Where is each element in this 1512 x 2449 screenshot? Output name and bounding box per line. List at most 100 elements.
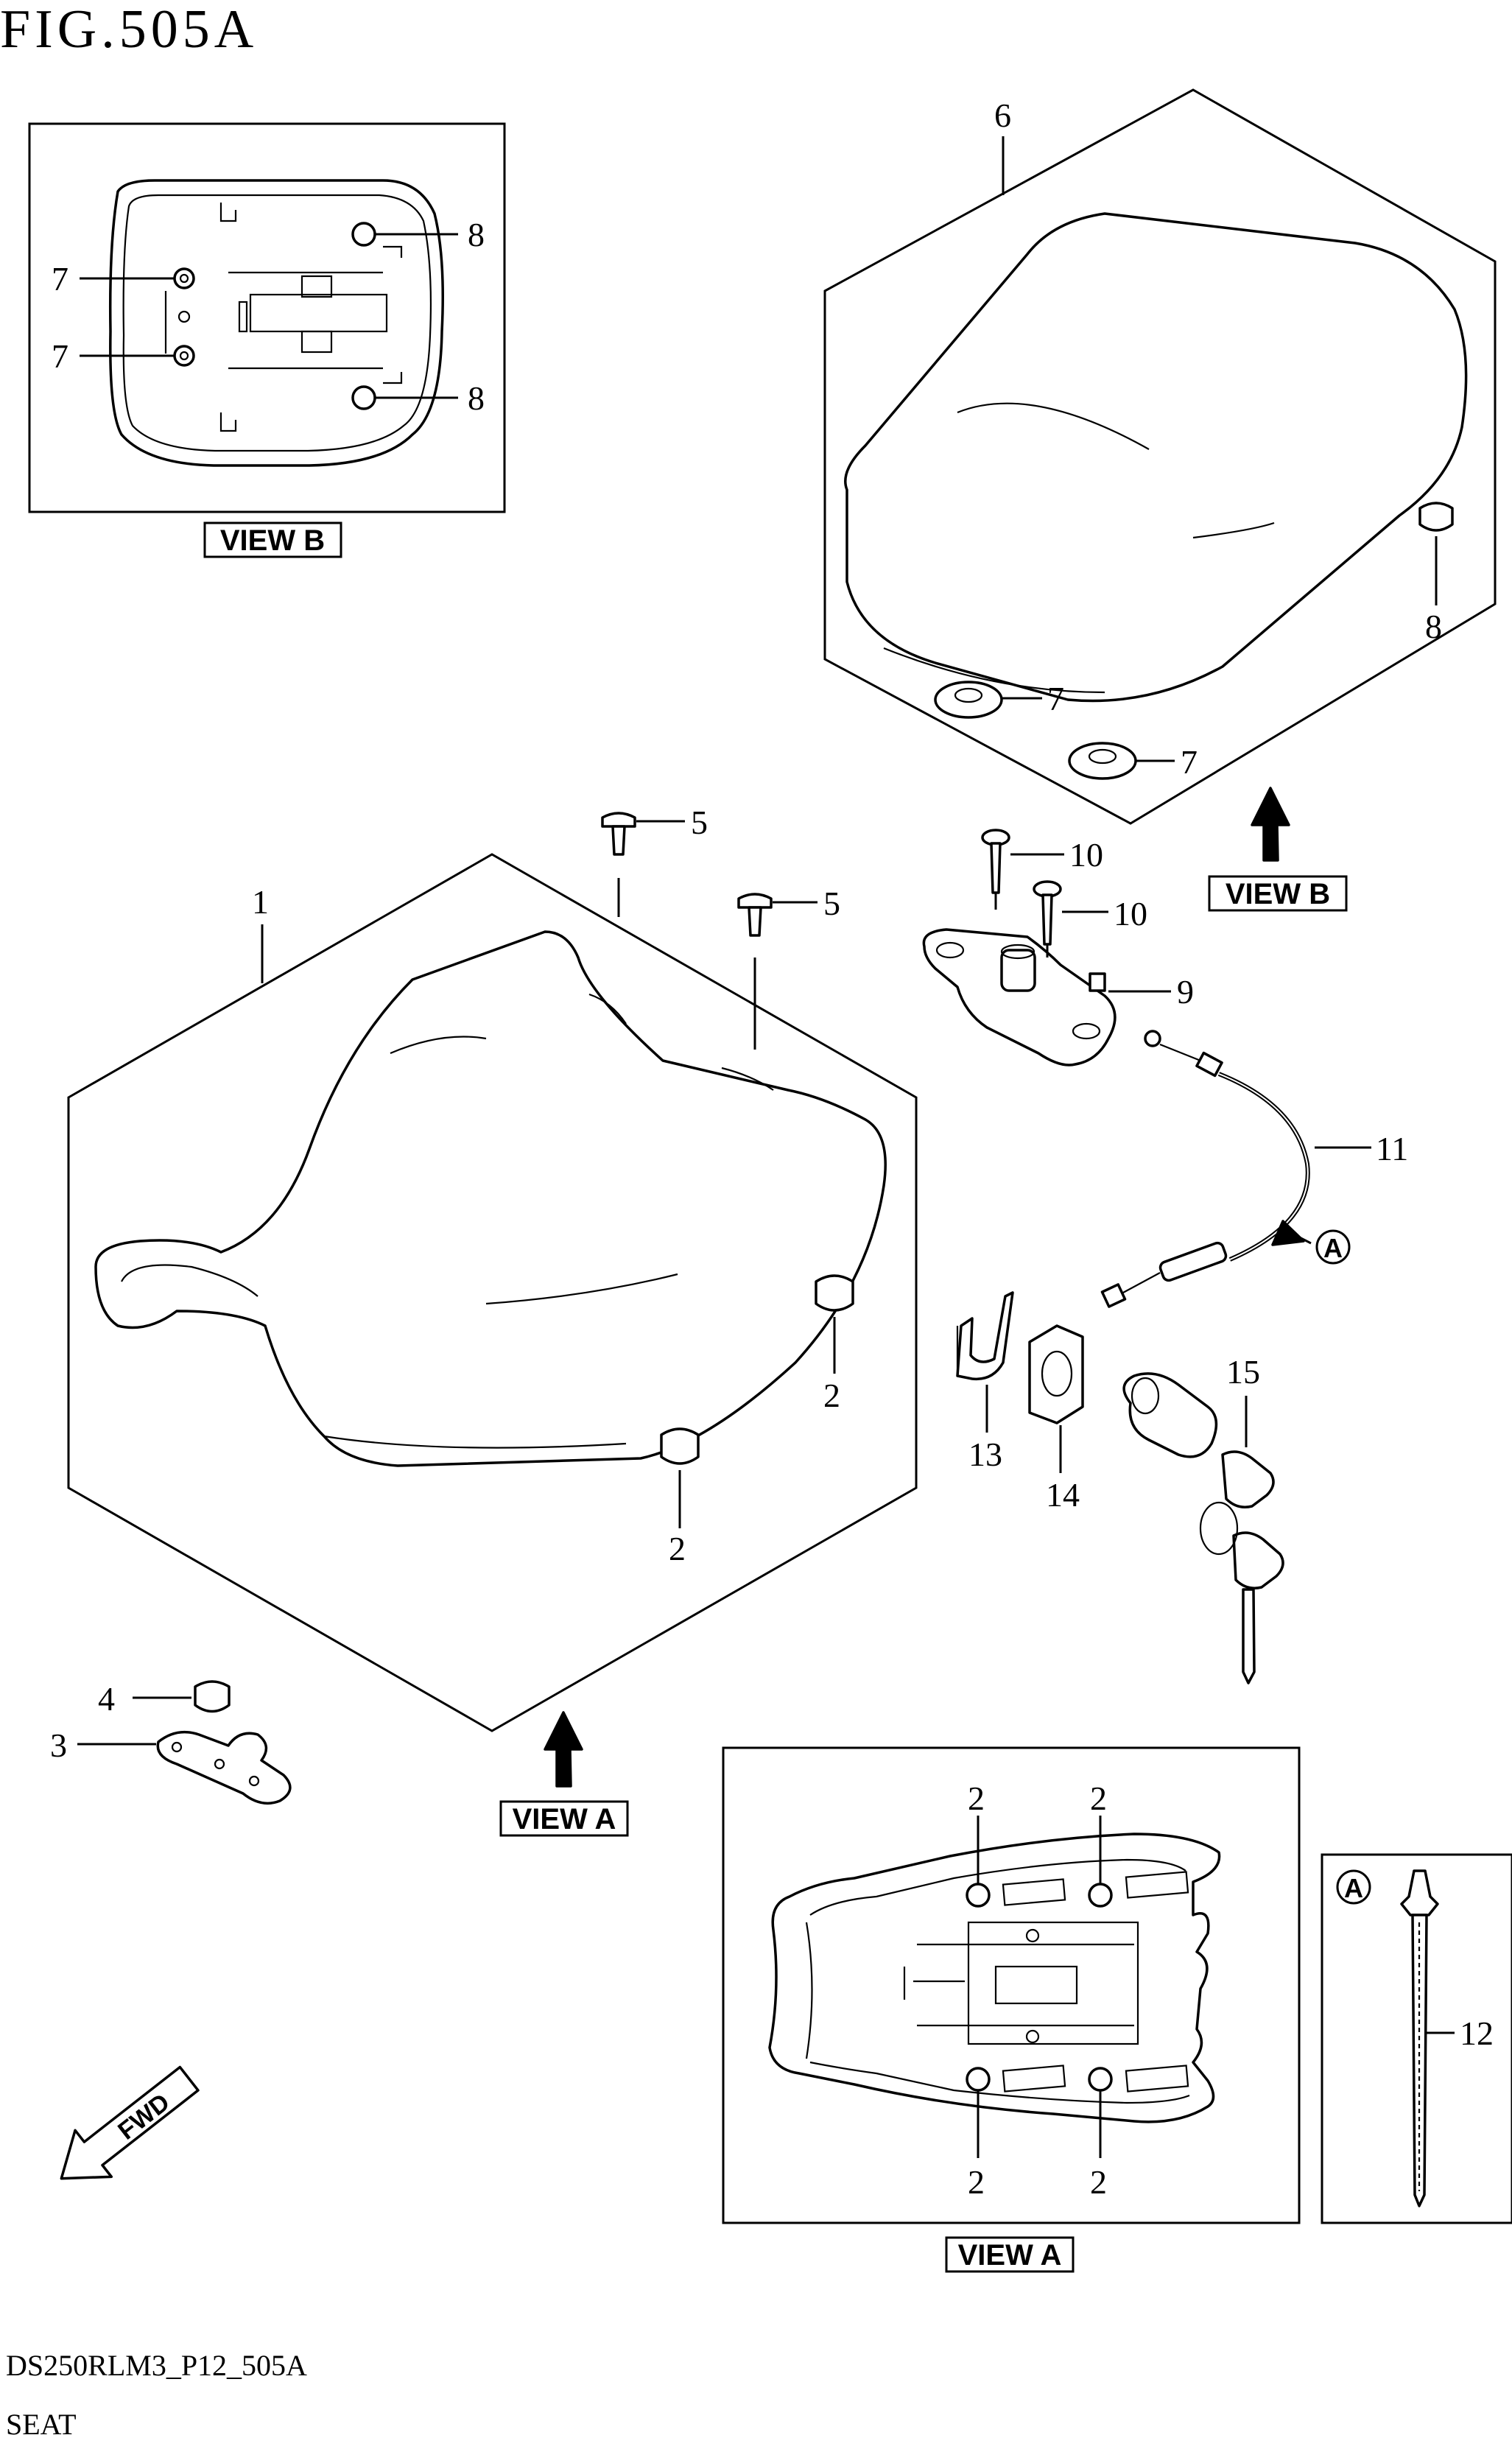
frame-structure-a — [967, 1921, 1139, 2045]
figure-name: SEAT — [6, 2408, 77, 2441]
tab-right-bottom-b — [383, 372, 403, 384]
rear-seat-crease-1 — [957, 402, 1150, 450]
plate-14-hole — [1041, 1350, 1073, 1397]
bracket-9-post — [1000, 949, 1036, 992]
plate-14 — [1028, 1324, 1084, 1424]
center-tab-bottom-b — [300, 330, 333, 354]
seat-underside-b — [108, 179, 444, 467]
seat-underside-b-inner — [122, 194, 432, 452]
grommet-7a-b-center — [179, 273, 189, 284]
hole-b — [177, 310, 191, 323]
cushion-2-a-tl — [966, 1883, 991, 1908]
bracket-group: 4 3 — [50, 1680, 292, 1805]
view-a-frame — [722, 1746, 1301, 2224]
callout-14: 14 — [1046, 1476, 1080, 1514]
pad-a-2 — [1125, 1871, 1189, 1899]
clip-top-b — [219, 203, 237, 222]
lock-bracket-9 — [922, 928, 1117, 1067]
frame-bracket-a — [994, 1965, 1078, 2005]
cushion-8-rear — [1418, 502, 1454, 532]
callout-5b: 5 — [823, 885, 840, 922]
rear-seat-6 — [844, 212, 1468, 703]
circle-a-text: A — [1323, 1233, 1343, 1263]
bracket-9-hole-1 — [935, 941, 965, 959]
cable-11-end-top — [1144, 1030, 1161, 1047]
callout-5a: 5 — [691, 804, 708, 841]
screw-5a-shank — [611, 825, 626, 856]
cushion-8a-b — [351, 222, 376, 247]
front-seat-grab — [121, 1264, 259, 1297]
bracket-9-hole-2 — [1072, 1022, 1101, 1040]
cushion-4 — [194, 1680, 231, 1713]
front-seat-base — [323, 1435, 627, 1449]
callout-3: 3 — [50, 1726, 67, 1764]
view-a-caption: VIEW A — [945, 2236, 1075, 2273]
cable-group: 11 A — [1100, 1030, 1408, 1308]
front-seat-ridge — [390, 1036, 487, 1055]
grommet-7b-rear-center — [1088, 748, 1117, 765]
clip-13 — [956, 1291, 1014, 1381]
rear-seat-hex — [823, 88, 1497, 825]
detail-a-inset: A 12 — [1321, 1853, 1512, 2224]
fwd-arrow: FWD — [60, 2065, 200, 2180]
view-b-caption-box — [203, 521, 342, 558]
front-seat-tab-1 — [588, 993, 627, 1025]
lock-cylinder-15 — [1122, 1372, 1218, 1458]
pad-a-1 — [1002, 1878, 1066, 1906]
frame-hole-a-1 — [1025, 1928, 1040, 1943]
cable-11-end-bottom — [1100, 1283, 1127, 1308]
callout-1: 1 — [252, 883, 269, 921]
callout-2b-front: 2 — [669, 1530, 686, 1567]
callout-2-a-tl: 2 — [968, 1779, 985, 1817]
callout-7b-rear: 7 — [1181, 743, 1198, 781]
grommet-7b-b-center — [179, 351, 189, 361]
detail-a-marker — [1336, 1869, 1371, 1905]
callout-8b-b: 8 — [468, 379, 485, 417]
cable-11-fitting-bottom — [1158, 1241, 1228, 1282]
callout-7b-b: 7 — [52, 337, 68, 375]
pad-a-3 — [1002, 2065, 1066, 2093]
callout-8a-b: 8 — [468, 216, 485, 253]
arrow-view-a — [544, 1711, 583, 1788]
view-b-caption: VIEW B — [203, 521, 342, 558]
view-b-tag-box — [1208, 875, 1348, 912]
grommet-7a-b — [173, 267, 195, 289]
seat-underside-a-inner-left — [805, 1922, 813, 2059]
rear-seat-group: 8 7 7 6 VIEW B — [823, 88, 1497, 912]
screw-10b-shank — [1041, 893, 1053, 946]
cushion-2-a-tr — [1088, 1883, 1113, 1908]
figure-title: FIG.505A — [0, 0, 258, 60]
bracket-3-hole-1 — [171, 1741, 183, 1753]
clip-bottom-b — [219, 412, 237, 432]
detail-a-marker-text: A — [1344, 1873, 1363, 1903]
frame-hole-a-2 — [1025, 2029, 1040, 2044]
seat-underside-a-inner-bottom — [809, 2061, 1190, 2104]
key-ring-15 — [1199, 1501, 1239, 1556]
view-b-frame — [28, 122, 506, 513]
bracket-9-tab — [1089, 972, 1106, 992]
pad-a-4 — [1125, 2065, 1189, 2093]
front-seat-tab-2 — [721, 1067, 774, 1091]
callout-2-a-br: 2 — [1090, 2163, 1107, 2201]
callout-13: 13 — [968, 1436, 1002, 1473]
figure-code: DS250RLM3_P12_505A — [6, 2349, 307, 2382]
callout-10a: 10 — [1069, 836, 1103, 874]
cushion-8b-b — [351, 385, 376, 410]
lock-parts-group: 13 14 15 — [956, 1291, 1284, 1684]
callout-7a-rear: 7 — [1047, 680, 1064, 717]
cushion-2b-front — [660, 1427, 700, 1465]
view-b-tag-text: VIEW B — [1226, 878, 1330, 910]
callout-11: 11 — [1376, 1130, 1408, 1167]
slot-b — [238, 301, 248, 333]
view-b-caption-text: VIEW B — [220, 524, 325, 557]
lock-bracket-group: 9 10 10 — [922, 829, 1194, 1067]
view-a-caption-box — [945, 2236, 1075, 2273]
detail-a-frame — [1321, 1853, 1512, 2224]
bracket-3-hole-3 — [248, 1775, 260, 1787]
bracket-3-hole-2 — [214, 1758, 225, 1770]
view-b-inset: 7 7 8 8 — [28, 122, 506, 513]
arrow-view-b — [1251, 787, 1290, 862]
front-seat-crease — [485, 1273, 678, 1305]
callout-2a-front: 2 — [823, 1377, 840, 1414]
front-seat-group: 2 2 1 5 5 VIEW A — [67, 804, 918, 1837]
